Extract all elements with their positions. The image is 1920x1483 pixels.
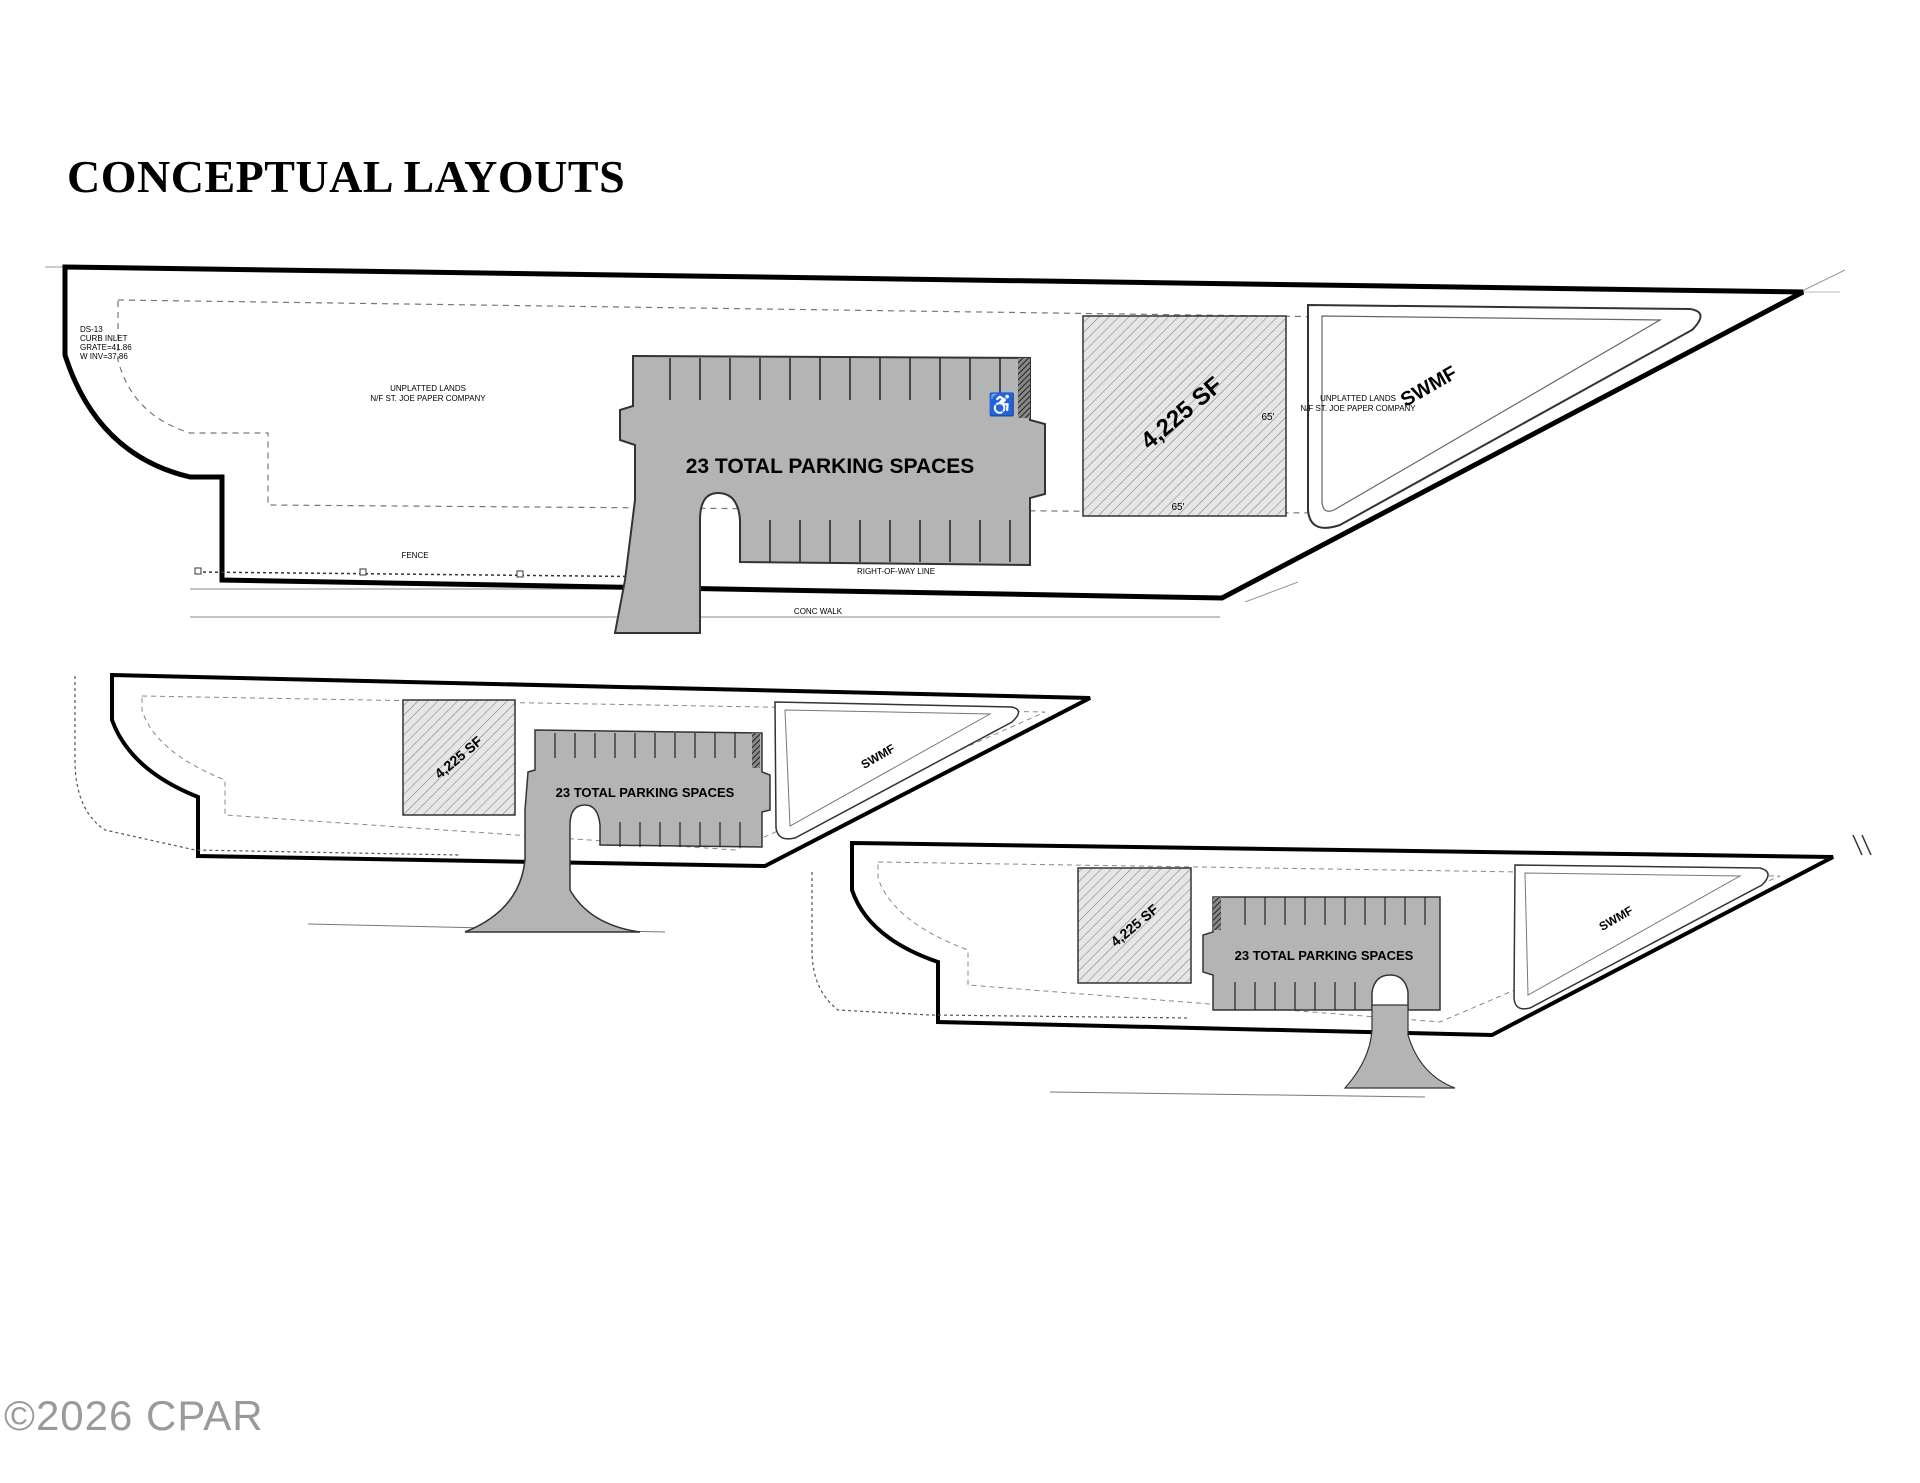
parking-lot-b <box>464 729 771 933</box>
plan-main: ♿ 23 TOTAL PARKING SPACES 4,225 SF 65' 6… <box>45 264 1846 634</box>
building-main <box>1082 315 1287 517</box>
annotation: N/F ST. JOE PAPER COMPANY <box>1300 404 1416 413</box>
parking-lot-c <box>1202 896 1441 1011</box>
ada-aisle <box>1018 358 1030 418</box>
parking-stalls-c <box>1234 897 1426 1010</box>
dimension-label: 65' <box>1171 502 1184 513</box>
annotation: RIGHT-OF-WAY LINE <box>857 567 935 576</box>
page-title: CONCEPTUAL LAYOUTS <box>67 151 626 202</box>
copyright-watermark: ©2026 CPAR <box>4 1392 264 1439</box>
annotation: N/F ST. JOE PAPER COMPANY <box>370 394 486 403</box>
accessible-parking-icon: ♿ <box>988 392 1015 417</box>
parking-lot <box>613 354 1046 634</box>
plan-option-c: 4,225 SF 23 TOTAL PARKING SPACES SWMF <box>811 834 1872 1098</box>
annotation: CURB INLET <box>80 334 128 343</box>
annotation: GRATE=41.86 <box>80 343 132 352</box>
annotation: UNPLATTED LANDS <box>1320 394 1396 403</box>
annotation: UNPLATTED LANDS <box>390 384 466 393</box>
annotation: FENCE <box>401 551 428 560</box>
parking-label-main: 23 TOTAL PARKING SPACES <box>686 455 975 478</box>
building-b <box>402 699 516 816</box>
plan-option-b: 4,225 SF 23 TOTAL PARKING SPACES SWMF <box>74 672 1091 933</box>
driveway-c <box>1343 1004 1456 1089</box>
annotation: DS-13 <box>80 325 103 334</box>
building-c <box>1077 867 1192 984</box>
swmf-pond-c <box>1513 864 1769 1010</box>
annotation: CONC WALK <box>794 607 843 616</box>
parking-stalls-bottom <box>769 520 1011 562</box>
swmf-pond-b <box>774 701 1020 840</box>
setback-line <box>117 299 1699 514</box>
parking-label-b: 23 TOTAL PARKING SPACES <box>556 785 735 800</box>
swmf-pond-main <box>1307 303 1702 529</box>
dimension-label: 65' <box>1261 412 1274 423</box>
parking-stalls-top <box>669 358 1001 400</box>
parking-label-c: 23 TOTAL PARKING SPACES <box>1235 948 1414 963</box>
annotation: W INV=37.86 <box>80 352 128 361</box>
parking-stalls-b <box>554 733 741 847</box>
